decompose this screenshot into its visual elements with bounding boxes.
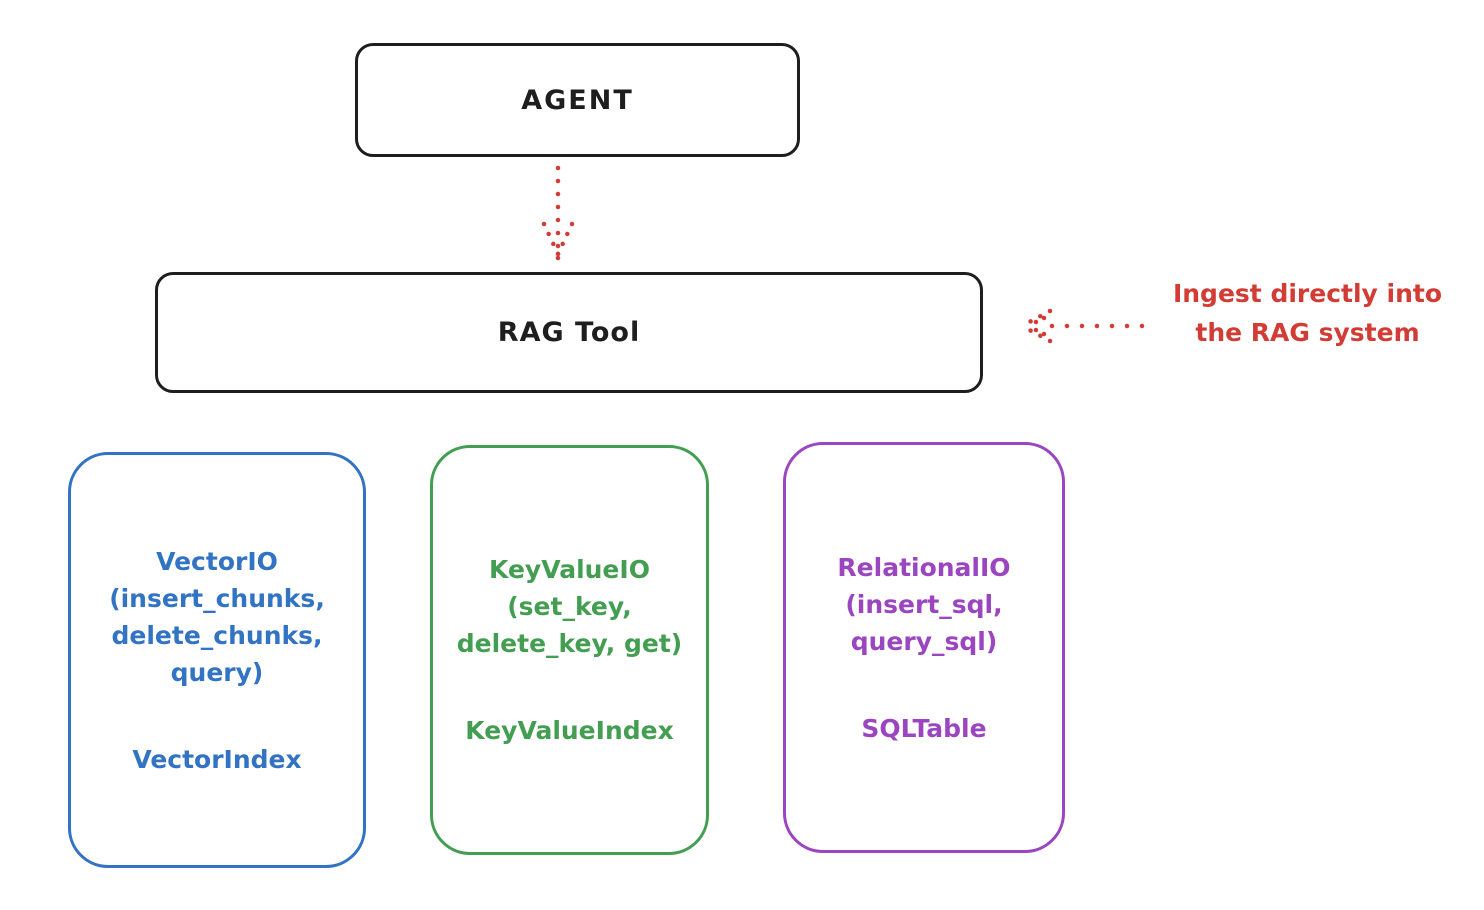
card-line: delete_key, get) [456, 629, 683, 658]
card-line: KeyValueIO [489, 555, 650, 584]
card-line: (insert_chunks, [109, 583, 325, 613]
ingest-annotation-line2: the RAG system [1195, 318, 1420, 347]
card-line: delete_chunks, [111, 620, 323, 650]
sql-table-label: SQLTable [861, 713, 987, 743]
card-line: query_sql) [850, 626, 998, 656]
card-line: VectorIO [156, 546, 278, 576]
card-line: (insert_sql, [845, 589, 1003, 619]
keyvalue-index-label: KeyValueIndex [465, 716, 674, 745]
agent-label: AGENT [521, 84, 634, 116]
card-line: query) [170, 657, 264, 687]
rag-tool-label: RAG Tool [497, 317, 641, 348]
relational-io-card: RelationalIO (insert_sql, query_sql) SQL… [783, 442, 1065, 853]
rag-tool-node: RAG Tool [155, 272, 983, 393]
card-line: RelationalIO [837, 552, 1011, 582]
down-arrow-icon [541, 165, 575, 261]
vector-index-label: VectorIndex [132, 744, 302, 774]
card-line: (set_key, [507, 592, 632, 621]
vector-io-card: VectorIO (insert_chunks, delete_chunks, … [68, 452, 366, 868]
keyvalue-io-card: KeyValueIO (set_key, delete_key, get) Ke… [430, 445, 709, 855]
ingest-annotation-line1: Ingest directly into [1172, 279, 1443, 308]
ingest-annotation: Ingest directly into the RAG system [1140, 274, 1475, 352]
left-arrow-icon [1019, 308, 1145, 344]
agent-node: AGENT [355, 43, 800, 157]
